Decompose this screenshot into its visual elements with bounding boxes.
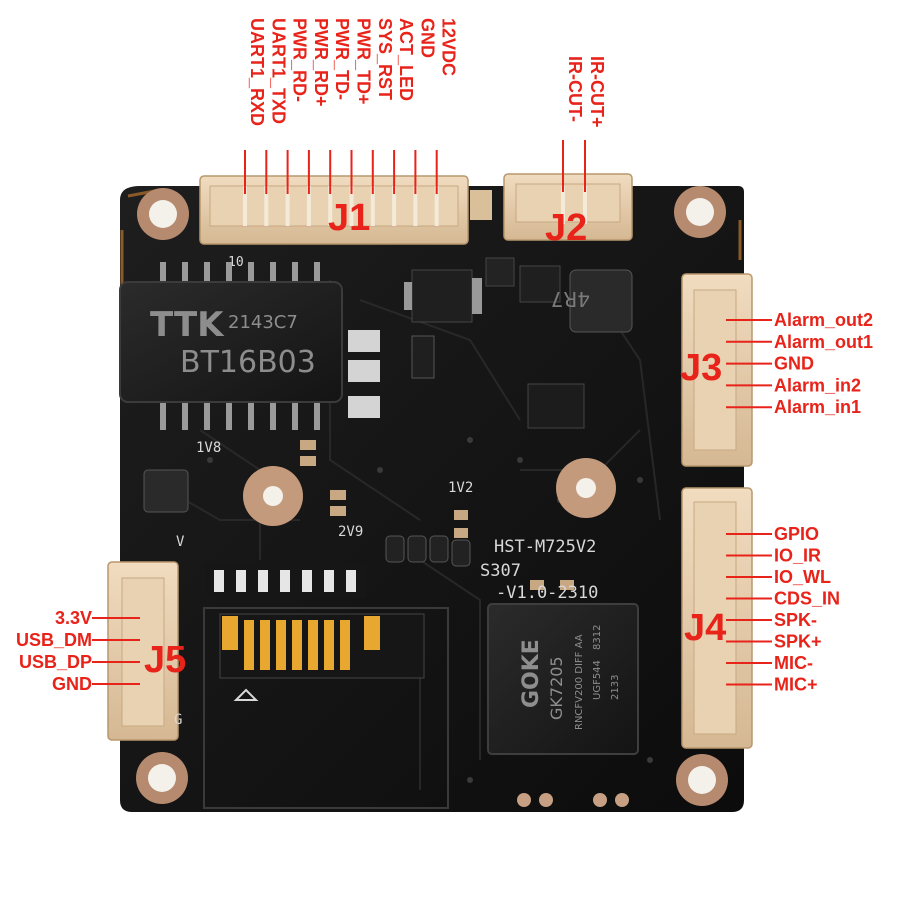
- test-pads: [517, 793, 629, 807]
- silkscreen: HST-M725V2 S307 -V1.0-2310 1V8 1V2 2V9 V…: [174, 440, 598, 728]
- j2-pin: [561, 186, 565, 224]
- ethernet-transformer: TTK 2143C7 BT16B03: [119, 262, 343, 430]
- j4-pin-label: IO_WL: [774, 567, 831, 587]
- j4-pin-label: MIC+: [774, 675, 818, 695]
- j4-connector: [681, 487, 753, 749]
- j2-pin: [583, 186, 587, 224]
- j1-pin: [392, 186, 397, 226]
- j4-label: J4: [684, 607, 726, 649]
- j3-pin-label: Alarm_in2: [774, 375, 861, 395]
- j1-pin-label: 12VDC: [439, 18, 459, 76]
- silk-v: V: [176, 534, 185, 550]
- transformer-brand: TTK: [150, 305, 225, 345]
- j1-pin: [434, 186, 439, 226]
- soc-line2: RNCFV200 DIFF AA: [574, 634, 585, 730]
- j2-connector: [503, 173, 633, 241]
- j3-pin-label: Alarm_out2: [774, 310, 873, 330]
- j2-pin-label: IR-CUT+: [587, 56, 607, 128]
- j1-pin-label: UART1_RXD: [247, 18, 267, 126]
- j1-label: J1: [328, 197, 370, 239]
- sensor-footprint: [203, 607, 449, 809]
- j1-pin: [349, 186, 354, 226]
- j5-connector: [107, 561, 179, 741]
- soc-chip: GOKE GK7205 RNCFV200 DIFF AA UGF544 8312…: [487, 603, 639, 755]
- board-model-line2: S307: [480, 561, 521, 581]
- j1-pin: [306, 186, 311, 226]
- j1-pin: [285, 186, 290, 226]
- j5-label: J5: [144, 639, 186, 681]
- j3-pin-label: GND: [774, 354, 814, 374]
- transformer-code: 2143C7: [228, 312, 298, 333]
- j5-pin-label: USB_DP: [19, 652, 92, 672]
- board-model: HST-M725V2: [494, 537, 596, 557]
- j1-pin-label: GND: [417, 18, 437, 58]
- board-model-line3: -V1.0-2310: [496, 583, 598, 603]
- j3-pin-label: Alarm_out1: [774, 332, 873, 352]
- j5-pin-label: GND: [52, 674, 92, 694]
- transformer-part: BT16B03: [180, 345, 316, 380]
- silk-g: G: [174, 712, 182, 728]
- j1-pin: [264, 186, 269, 226]
- soc-line3: UGF544: [592, 660, 603, 700]
- j1-pin: [328, 186, 333, 226]
- j4-pin-label: SPK+: [774, 632, 822, 652]
- j3-connector: [681, 273, 753, 467]
- j1-pin-label: PWR_RD+: [311, 18, 331, 107]
- silk-2v9: 2V9: [338, 524, 363, 540]
- silk-1v8: 1V8: [196, 440, 221, 456]
- soc-part: GK7205: [547, 656, 566, 720]
- inductor-mark: 4R7: [551, 287, 590, 311]
- j3-label: J3: [680, 347, 722, 389]
- j5-pin-label: USB_DM: [16, 630, 92, 650]
- j4-pin-label: CDS_IN: [774, 589, 840, 609]
- j1-pin-label: UART1_TXD: [268, 18, 288, 124]
- j1-pin-label: ACT_LED: [396, 18, 416, 101]
- soc-line3b: 8312: [592, 625, 603, 650]
- smd-components: 4R7: [143, 257, 633, 598]
- j2-pin-leads: [561, 186, 587, 224]
- j5-pin-label: 3.3V: [55, 608, 92, 628]
- j4-pin-label: SPK-: [774, 610, 817, 630]
- j1-pin-leads: [243, 186, 439, 226]
- j2-label: J2: [545, 207, 587, 249]
- soc-brand: GOKE: [519, 639, 544, 708]
- mounting-holes: [136, 186, 728, 806]
- j1-pin-label: PWR_TD+: [354, 18, 374, 105]
- soc-line4: 2133: [610, 675, 621, 700]
- j4-pin-label: IO_IR: [774, 546, 821, 566]
- j1-pin: [243, 186, 247, 226]
- j4-pin-label: GPIO: [774, 524, 819, 544]
- silk-1v2: 1V2: [448, 480, 473, 496]
- j1-pin-label: PWR_RD-: [290, 18, 310, 102]
- j1-pin: [370, 186, 375, 226]
- j1-pin-label: PWR_TD-: [332, 18, 352, 100]
- j1-pin: [413, 186, 418, 226]
- j2-pin-label: IR-CUT-: [565, 56, 585, 122]
- j4-pin-label: MIC-: [774, 653, 813, 673]
- j3-pin-label: Alarm_in1: [774, 397, 861, 417]
- j1-pin-label: SYS_RST: [375, 18, 395, 100]
